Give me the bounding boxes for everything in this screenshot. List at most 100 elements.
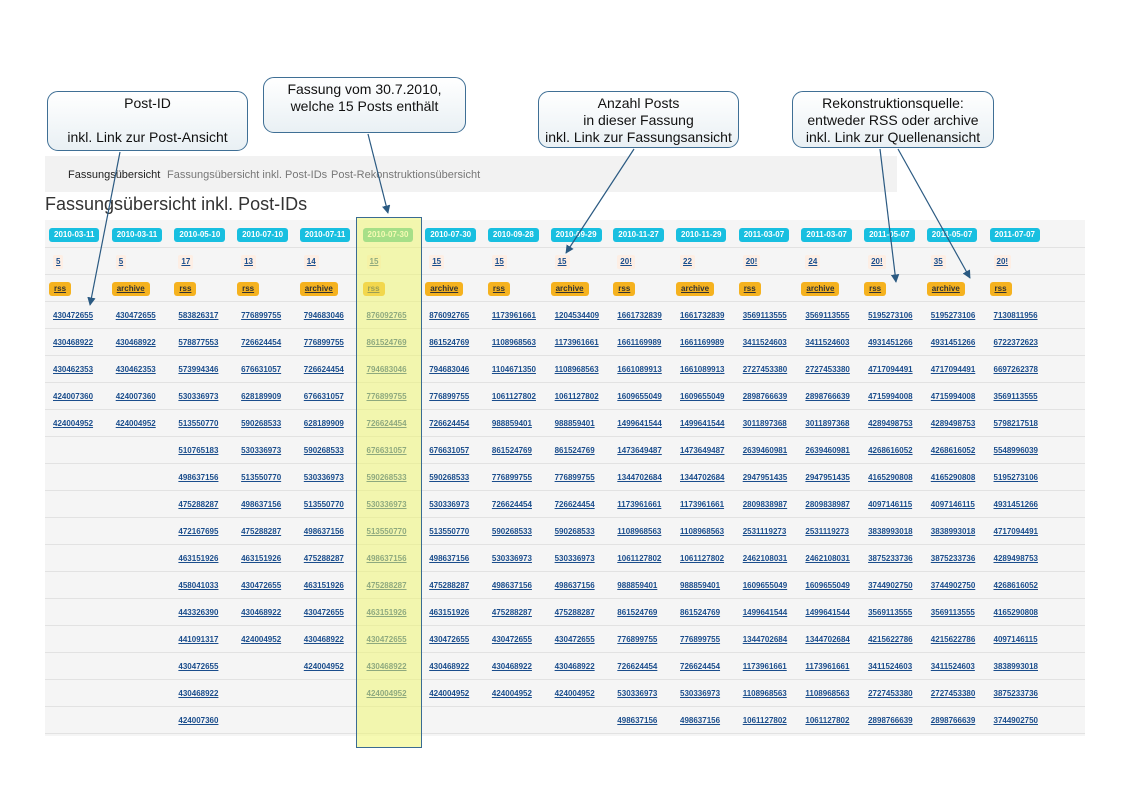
nav-post-rekonstruktion[interactable]: Post-Rekonstruktionsübersicht (331, 169, 481, 181)
post-id-link[interactable]: 3744902750 (993, 716, 1039, 725)
post-id-link[interactable]: 988859401 (680, 581, 721, 590)
post-id-link[interactable]: 726624454 (303, 365, 344, 374)
post-id-link[interactable]: 2898766639 (742, 392, 788, 401)
post-id-link[interactable]: 776899755 (617, 635, 658, 644)
post-id-link[interactable]: 3011897368 (742, 419, 787, 428)
post-id-link[interactable]: 1661169989 (617, 338, 662, 347)
post-id-link[interactable]: 2531119273 (742, 527, 787, 536)
post-id-link[interactable]: 794683046 (366, 365, 407, 374)
post-id-link[interactable]: 676631057 (241, 365, 282, 374)
post-id-link[interactable]: 430472655 (178, 662, 219, 671)
post-id-link[interactable]: 1061127802 (554, 392, 599, 401)
post-id-link[interactable]: 2531119273 (805, 527, 849, 536)
post-id-link[interactable]: 1344702684 (742, 635, 788, 644)
version-date-badge[interactable]: 2010-07-11 (299, 228, 351, 242)
nav-fassungsuebersicht-post-ids[interactable]: Fassungsübersicht inkl. Post-IDs (167, 169, 328, 181)
post-id-link[interactable]: 498637156 (554, 581, 595, 590)
post-id-link[interactable]: 1108968563 (554, 365, 599, 374)
post-id-link[interactable]: 726624454 (241, 338, 282, 347)
post-id-link[interactable]: 1344702684 (617, 473, 662, 482)
post-id-link[interactable]: 3744902750 (868, 581, 913, 590)
post-id-link[interactable]: 430468922 (115, 338, 156, 347)
post-id-link[interactable]: 424004952 (53, 419, 94, 428)
post-count-link[interactable]: 13 (241, 255, 256, 269)
post-id-link[interactable]: 424004952 (241, 635, 282, 644)
post-id-link[interactable]: 676631057 (429, 446, 470, 455)
post-id-link[interactable]: 430462353 (53, 365, 94, 374)
post-id-link[interactable]: 530336973 (303, 473, 344, 482)
post-id-link[interactable]: 1061127802 (742, 716, 787, 725)
post-id-link[interactable]: 4289498753 (993, 554, 1039, 563)
post-id-link[interactable]: 2809838987 (805, 500, 850, 509)
post-id-link[interactable]: 430472655 (429, 635, 470, 644)
source-badge-archive[interactable]: archive (299, 282, 338, 296)
post-id-link[interactable]: 4717094491 (868, 365, 913, 374)
post-id-link[interactable]: 3411524603 (868, 662, 913, 671)
post-id-link[interactable]: 424004952 (554, 689, 595, 698)
post-id-link[interactable]: 430472655 (241, 581, 282, 590)
post-id-link[interactable]: 3411524603 (742, 338, 787, 347)
post-id-link[interactable]: 1499641544 (805, 608, 850, 617)
post-id-link[interactable]: 430468922 (178, 689, 219, 698)
post-id-link[interactable]: 4097146115 (993, 635, 1038, 644)
post-id-link[interactable]: 463151926 (366, 608, 407, 617)
post-id-link[interactable]: 530336973 (617, 689, 658, 698)
post-id-link[interactable]: 861524769 (491, 446, 532, 455)
source-badge-rss[interactable]: rss (989, 282, 1012, 296)
post-id-link[interactable]: 3838993018 (993, 662, 1039, 671)
post-id-link[interactable]: 1108968563 (805, 689, 850, 698)
post-id-link[interactable]: 530336973 (491, 554, 532, 563)
post-id-link[interactable]: 475288287 (429, 581, 470, 590)
post-count-link[interactable]: 20! (617, 255, 635, 269)
source-badge-rss[interactable]: rss (864, 282, 887, 296)
post-id-link[interactable]: 510765183 (178, 446, 219, 455)
post-count-link[interactable]: 15 (429, 255, 445, 269)
post-id-link[interactable]: 424004952 (366, 689, 407, 698)
post-id-link[interactable]: 1661089913 (680, 365, 725, 374)
post-id-link[interactable]: 988859401 (491, 419, 532, 428)
post-count-link[interactable]: 5 (115, 255, 127, 269)
post-id-link[interactable]: 2727453380 (805, 365, 850, 374)
post-id-link[interactable]: 2462108031 (805, 554, 850, 563)
post-count-link[interactable]: 22 (680, 255, 695, 269)
version-date-badge[interactable]: 2010-11-27 (613, 228, 664, 242)
post-id-link[interactable]: 1609655049 (805, 581, 850, 590)
post-id-link[interactable]: 676631057 (366, 446, 407, 455)
post-id-link[interactable]: 430472655 (53, 311, 94, 320)
post-id-link[interactable]: 726624454 (617, 662, 658, 671)
post-count-link[interactable]: 24 (805, 255, 821, 269)
post-id-link[interactable]: 430472655 (366, 635, 407, 644)
version-date-badge[interactable]: 2010-09-28 (487, 228, 539, 242)
post-id-link[interactable]: 472167695 (178, 527, 219, 536)
post-id-link[interactable]: 3569113555 (805, 311, 850, 320)
post-id-link[interactable]: 3411524603 (930, 662, 975, 671)
post-id-link[interactable]: 776899755 (366, 392, 407, 401)
post-count-link[interactable]: 14 (303, 255, 319, 269)
post-id-link[interactable]: 430468922 (554, 662, 595, 671)
version-date-badge[interactable]: 2011-05-07 (864, 228, 915, 242)
post-id-link[interactable]: 3411524603 (805, 338, 850, 347)
post-id-link[interactable]: 876092765 (429, 311, 470, 320)
post-id-link[interactable]: 1499641544 (742, 608, 788, 617)
post-id-link[interactable]: 1499641544 (680, 419, 725, 428)
post-id-link[interactable]: 513550770 (241, 473, 282, 482)
post-id-link[interactable]: 1204534409 (554, 311, 600, 320)
post-id-link[interactable]: 776899755 (241, 311, 282, 320)
post-id-link[interactable]: 424004952 (115, 419, 156, 428)
post-id-link[interactable]: 590268533 (303, 446, 344, 455)
post-id-link[interactable]: 5195273106 (993, 473, 1039, 482)
post-id-link[interactable]: 475288287 (491, 608, 532, 617)
post-count-link[interactable]: 15 (491, 255, 507, 269)
post-id-link[interactable]: 463151926 (303, 581, 344, 590)
source-badge-archive[interactable]: archive (676, 282, 715, 296)
post-id-link[interactable]: 530336973 (241, 446, 282, 455)
post-id-link[interactable]: 530336973 (178, 392, 219, 401)
post-id-link[interactable]: 1061127802 (680, 554, 725, 563)
post-id-link[interactable]: 4717094491 (993, 527, 1039, 536)
post-id-link[interactable]: 424007360 (178, 716, 219, 725)
post-id-link[interactable]: 6722372623 (993, 338, 1039, 347)
version-date-badge[interactable]: 2010-09-29 (550, 228, 602, 242)
post-id-link[interactable]: 2727453380 (930, 689, 976, 698)
post-id-link[interactable]: 1173961661 (554, 338, 599, 347)
source-badge-archive[interactable]: archive (926, 282, 965, 296)
